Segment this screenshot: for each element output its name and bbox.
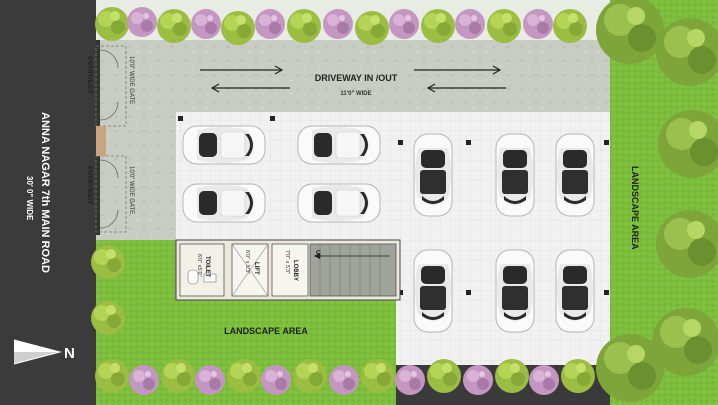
landscape-right-label: LANDSCAPE AREA — [630, 166, 640, 250]
car-vertical — [555, 249, 595, 333]
landscape-bottom-label: LANDSCAPE AREA — [224, 326, 308, 336]
lobby-room — [271, 243, 309, 297]
main-road — [0, 0, 96, 405]
toilet-size: 6'0" x5'0" — [196, 254, 202, 277]
service-core — [175, 239, 401, 301]
gate-2[interactable] — [95, 155, 127, 233]
stair-up-label: UP — [314, 250, 320, 258]
north-arrow-icon — [13, 339, 62, 365]
north-label: N — [64, 345, 75, 362]
lift-size: 6'0" x 5'3" — [244, 250, 250, 274]
driveway-arrows — [200, 65, 506, 93]
car-vertical — [495, 133, 535, 217]
gate-1[interactable] — [95, 45, 127, 127]
gate-2-entry-label: ENTRY/EXIT — [86, 166, 93, 204]
gate-2-width-label: 10'0" WIDE GATE — [128, 166, 134, 214]
gate-1-entry-label: ENTRY/EXIT — [86, 56, 93, 94]
toilet-label: TOILET — [204, 256, 210, 278]
road-name: ANNA NAGAR 7th MAIN ROAD — [39, 112, 51, 273]
staircase — [309, 243, 397, 297]
car-horizontal — [297, 183, 381, 223]
car-vertical — [495, 249, 535, 333]
car-vertical — [413, 249, 453, 333]
car-horizontal — [182, 125, 266, 165]
car-vertical — [555, 133, 595, 217]
gate-1-width-label: 10'0" WIDE GATE — [128, 56, 134, 104]
road-width: 30' 0" WIDE — [25, 176, 34, 221]
gate-pillar — [96, 126, 106, 156]
car-horizontal — [297, 125, 381, 165]
lobby-label: LOBBY — [292, 260, 298, 281]
driveway-width: 11'0" WIDE — [340, 91, 371, 97]
car-vertical — [413, 133, 453, 217]
toilet-room — [179, 243, 225, 297]
driveway — [96, 40, 610, 112]
driveway-side — [96, 112, 176, 240]
car-horizontal — [182, 183, 266, 223]
driveway-title: DRIVEWAY IN /OUT — [315, 73, 398, 83]
lobby-size: 7'0" x 5'3" — [284, 250, 290, 274]
lift-label: LIFT — [253, 262, 259, 275]
